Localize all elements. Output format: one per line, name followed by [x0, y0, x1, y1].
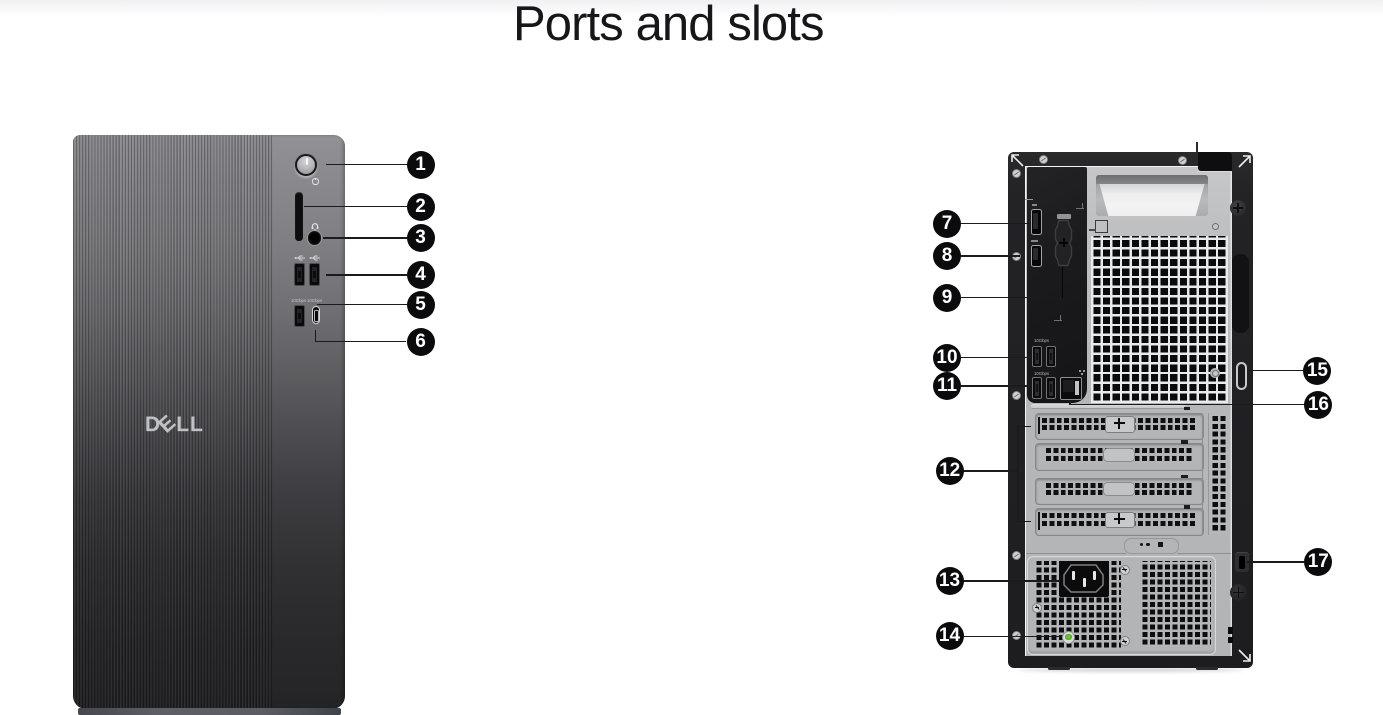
svg-text:10Gbps: 10Gbps	[1034, 338, 1049, 343]
svg-text:10Gbps: 10Gbps	[291, 298, 306, 303]
svg-text:10Gbps: 10Gbps	[307, 298, 322, 303]
svg-text:10Gbps: 10Gbps	[1034, 371, 1049, 376]
